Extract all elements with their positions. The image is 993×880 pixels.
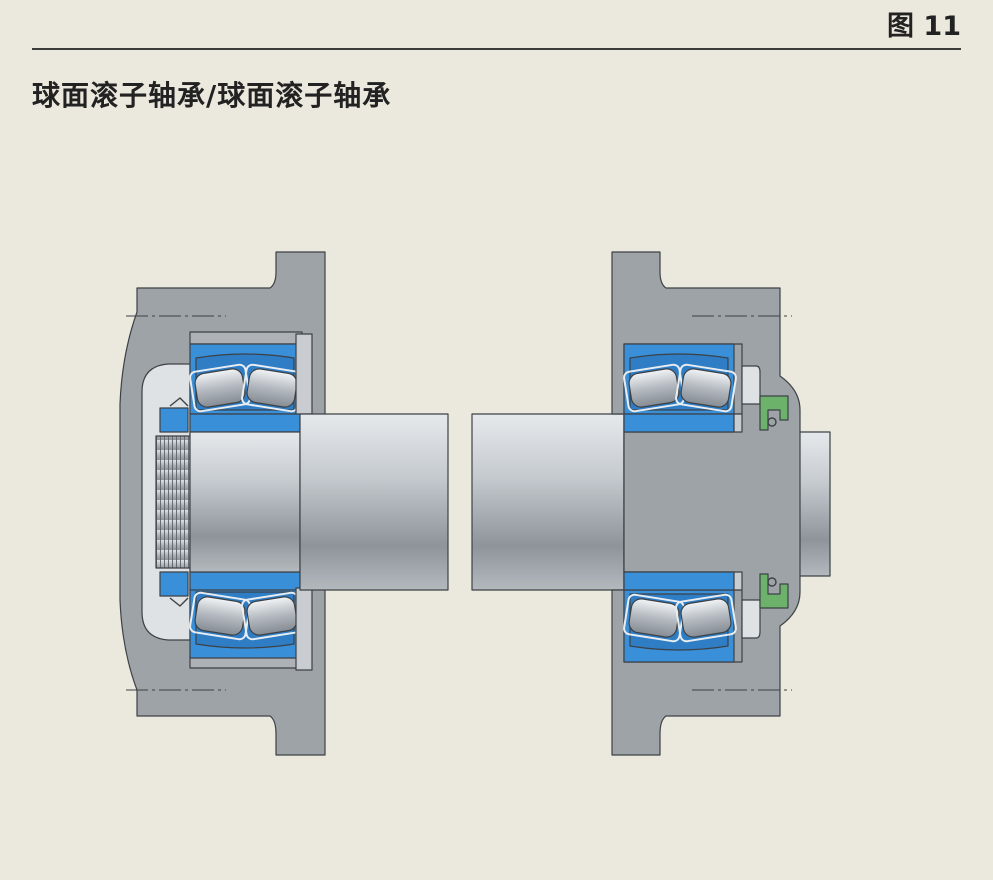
right-bearing-bottom [623,571,737,663]
left-lock-washer-top [159,407,189,433]
right-cover-cavity [741,365,761,405]
left-spacer-bottom [295,587,313,671]
right-seal-bottom [759,573,789,609]
right-spacer-bottom [733,571,743,591]
main-shaft-right [471,413,625,591]
right-housing [611,251,801,756]
left-seat-top [189,331,303,345]
left-spacer-top [295,333,313,415]
right-bearing-top [623,343,737,433]
left-threaded-section [155,435,191,569]
main-shaft-left [299,413,449,591]
page-title: 球面滚子轴承/球面滚子轴承 [32,79,392,112]
figure-label: 图 11 [887,11,961,42]
right-seal-top [759,395,789,431]
left-lock-washer-bottom [159,571,189,597]
left-bearing-bottom [189,571,303,659]
right-spacer-top [733,413,743,433]
left-shaft-segment [189,431,301,573]
left-bearing-top [189,343,303,433]
header-rule [32,48,961,50]
